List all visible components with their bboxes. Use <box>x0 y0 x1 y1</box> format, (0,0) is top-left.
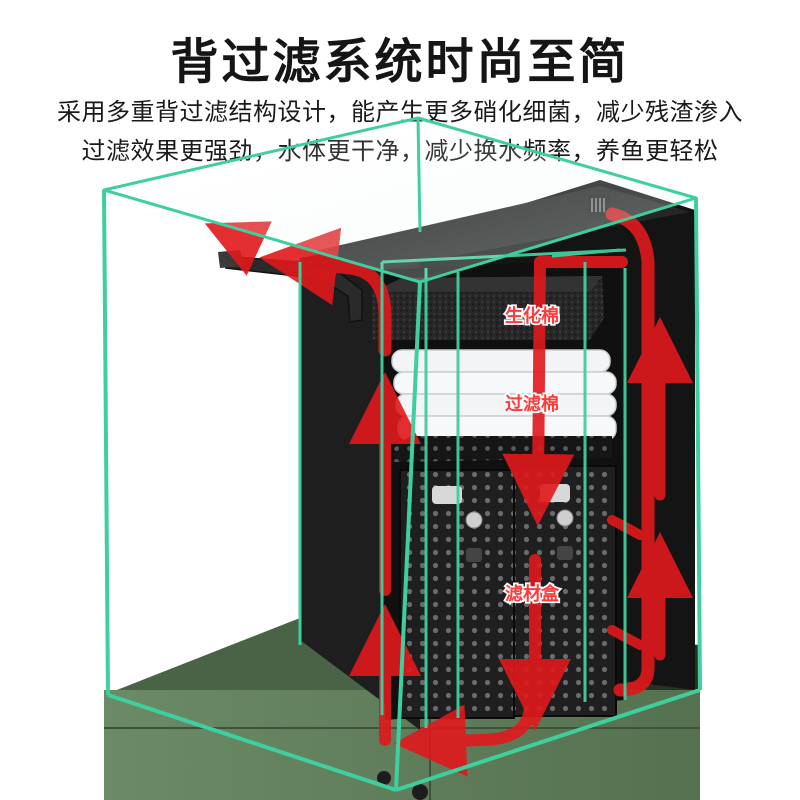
page-title: 背过滤系统时尚至简 <box>170 34 630 90</box>
filter-cotton-layer <box>391 349 617 441</box>
label-bio-sponge: 生化棉 <box>505 305 559 327</box>
label-media-box: 滤材盒 <box>505 583 560 605</box>
glass-tank <box>102 116 702 792</box>
bio-sponge-layer <box>372 276 604 340</box>
label-filter-cotton: 过滤棉 <box>505 393 559 415</box>
